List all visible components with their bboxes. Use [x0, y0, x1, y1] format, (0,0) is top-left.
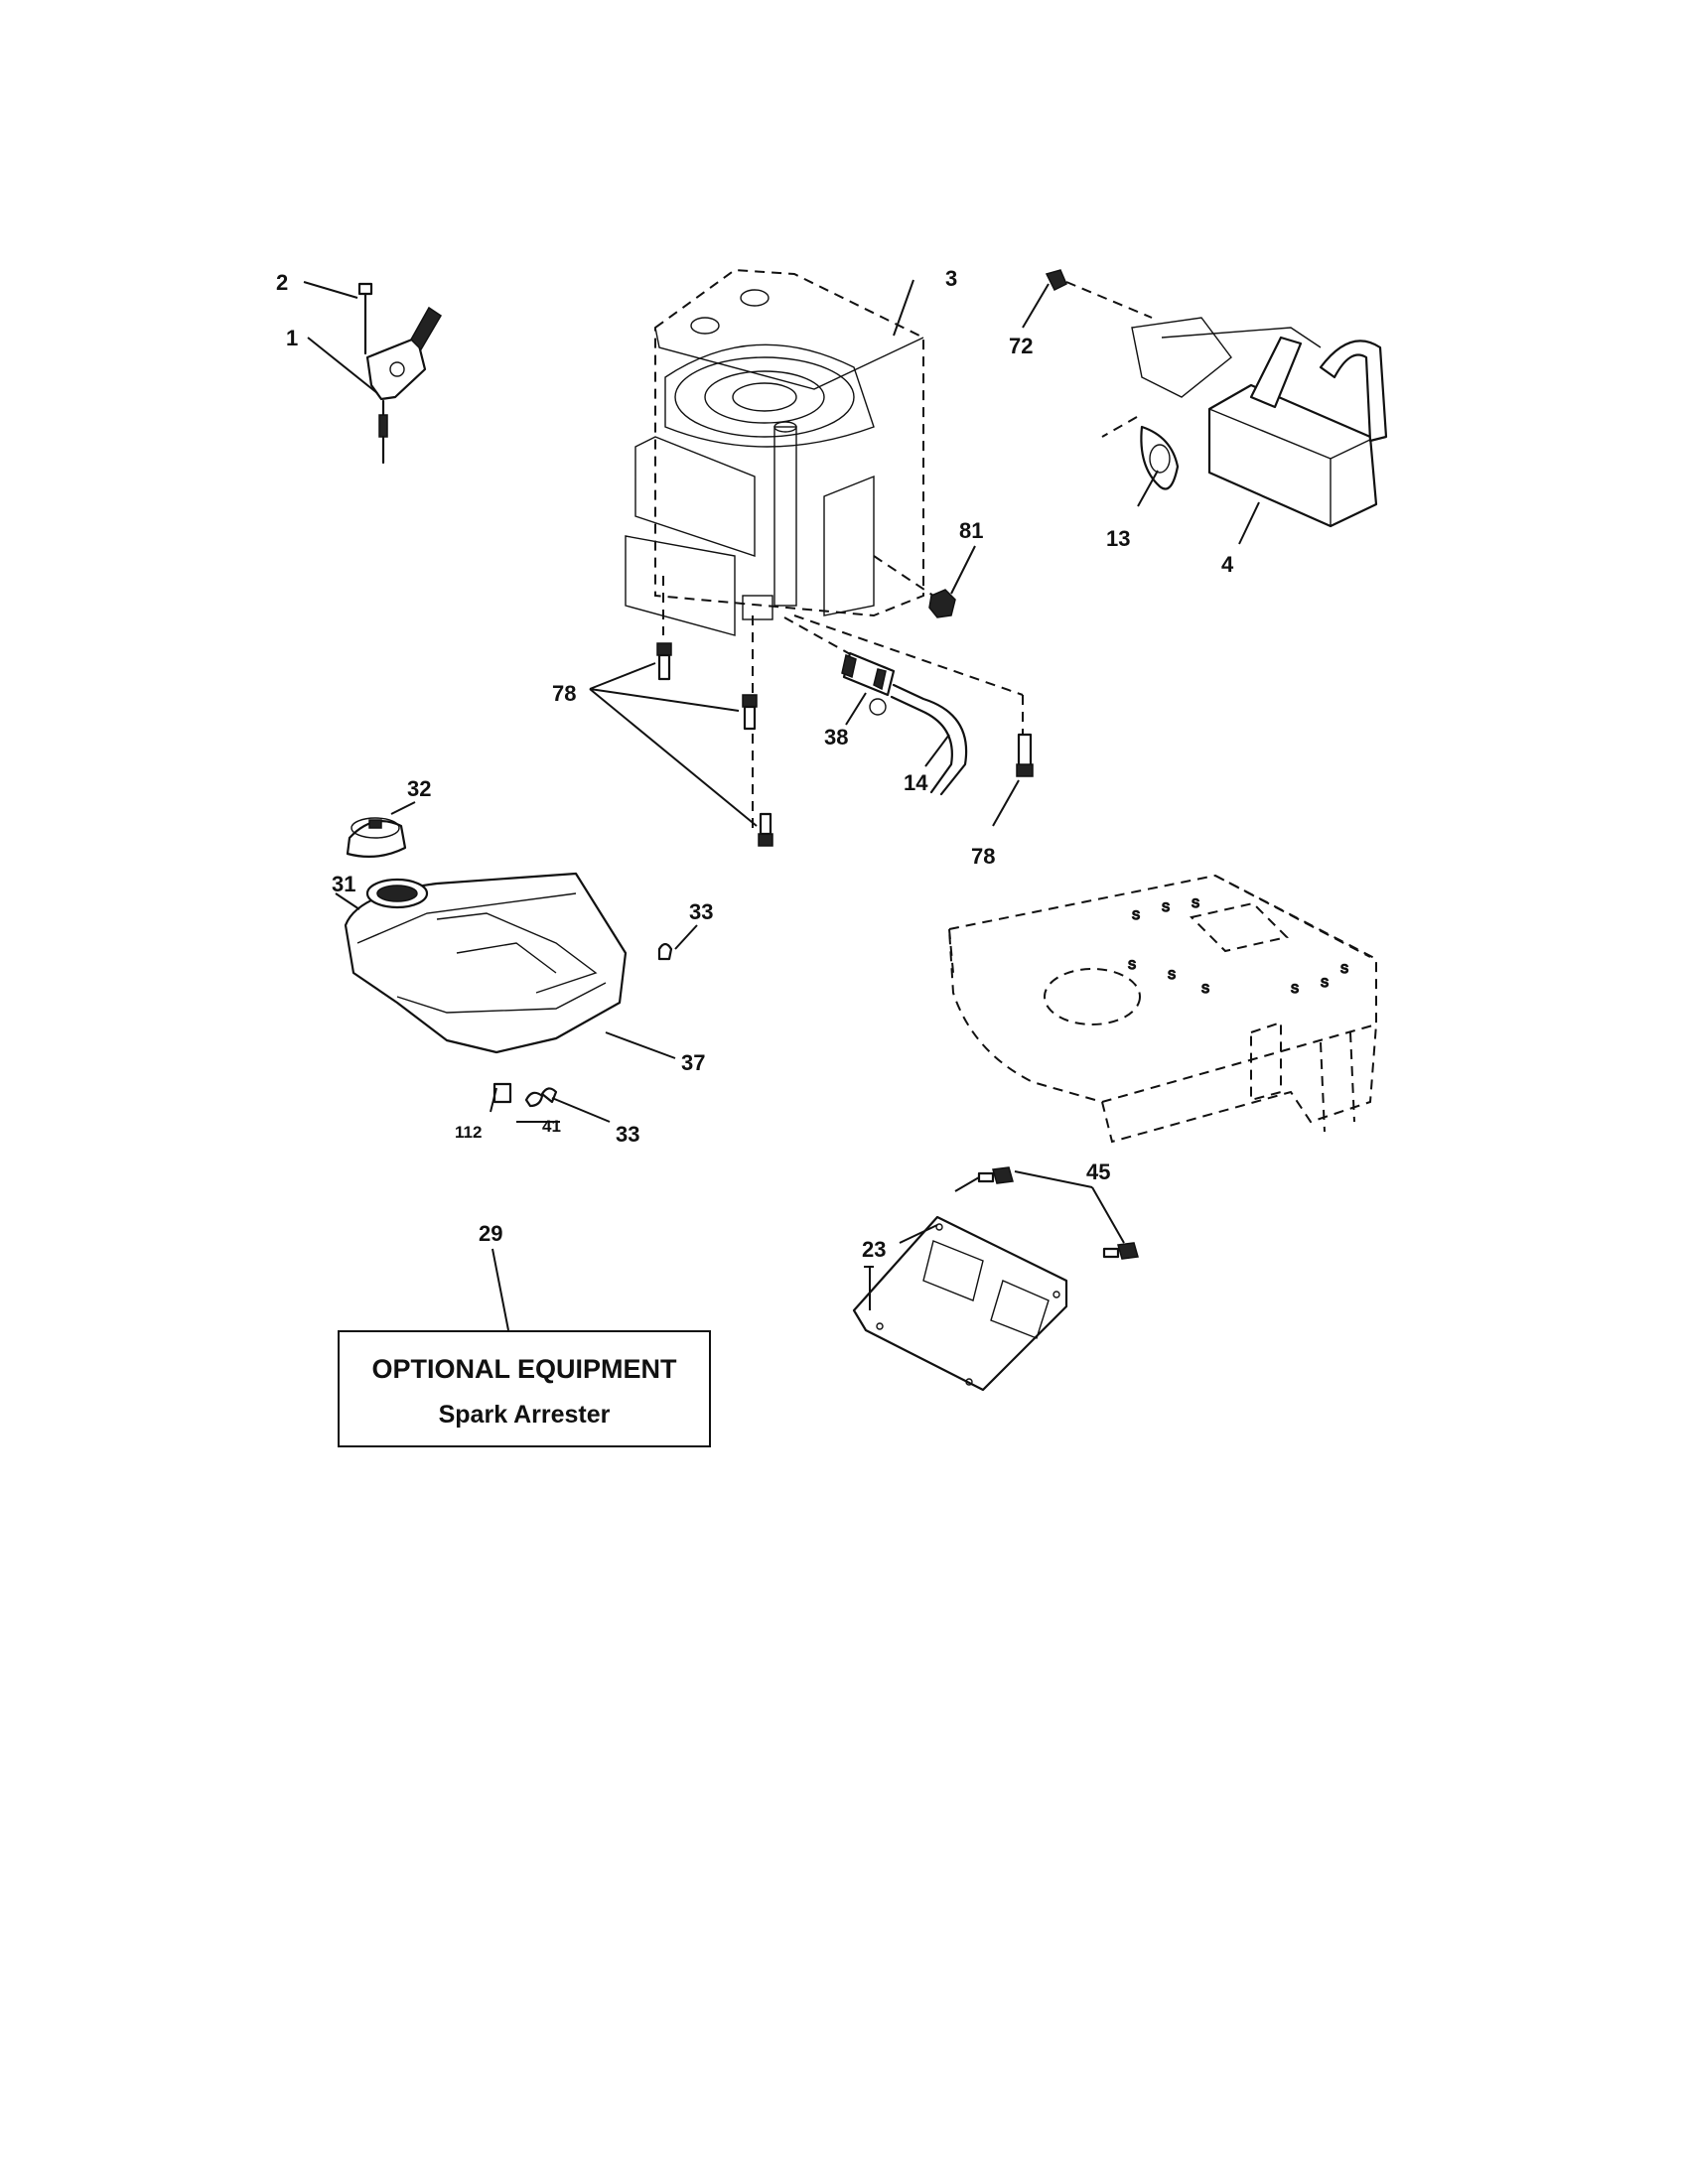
callout-23: 23 [862, 1237, 886, 1262]
svg-text:S: S [1162, 900, 1170, 914]
engine [625, 268, 924, 834]
callout-38: 38 [824, 725, 848, 750]
heat-shield-assembly [852, 1166, 1139, 1392]
callout-78a: 78 [552, 681, 576, 706]
callout-33a: 33 [689, 899, 713, 924]
svg-text:S: S [1291, 982, 1299, 996]
callout-78b: 78 [971, 844, 995, 869]
callout-112: 112 [455, 1123, 482, 1142]
callout-3: 3 [945, 266, 957, 291]
svg-text:S: S [1201, 982, 1209, 996]
svg-text:S: S [1340, 962, 1348, 976]
callout-33b: 33 [616, 1122, 639, 1147]
callout-1: 1 [286, 326, 298, 350]
svg-text:S: S [1132, 908, 1140, 922]
svg-text:S: S [1192, 896, 1199, 910]
nut-part [873, 545, 976, 618]
svg-text:S: S [1128, 958, 1136, 972]
callout-2: 2 [276, 270, 288, 295]
throttle-control-assembly [303, 281, 443, 465]
svg-text:S: S [1168, 968, 1176, 982]
tractor-frame-reference: S S S S S S S S S [947, 874, 1377, 1144]
fuel-tank [335, 872, 676, 1059]
callout-41: 41 [542, 1117, 561, 1136]
callout-29: 29 [479, 1221, 502, 1246]
callout-4: 4 [1221, 552, 1234, 577]
fuel-filter-and-line [783, 616, 968, 796]
engine-mounting-bolts [589, 614, 1034, 847]
callout-81: 81 [959, 518, 983, 543]
fuel-cap [346, 801, 416, 859]
optional-equipment-item: Spark Arrester [438, 1401, 611, 1429]
callout-32: 32 [407, 776, 431, 801]
callout-45: 45 [1086, 1160, 1110, 1184]
optional-equipment-box: OPTIONAL EQUIPMENT Spark Arrester [338, 1330, 711, 1447]
callout-13: 13 [1106, 526, 1130, 551]
callout-72: 72 [1009, 334, 1033, 358]
svg-text:S: S [1321, 976, 1329, 990]
optional-equipment-title: OPTIONAL EQUIPMENT [371, 1354, 677, 1384]
callout-31: 31 [332, 872, 355, 896]
fuel-fittings [490, 924, 698, 1123]
muffler-assembly [1022, 269, 1388, 545]
callout-14: 14 [904, 770, 928, 795]
callout-37: 37 [681, 1050, 705, 1075]
